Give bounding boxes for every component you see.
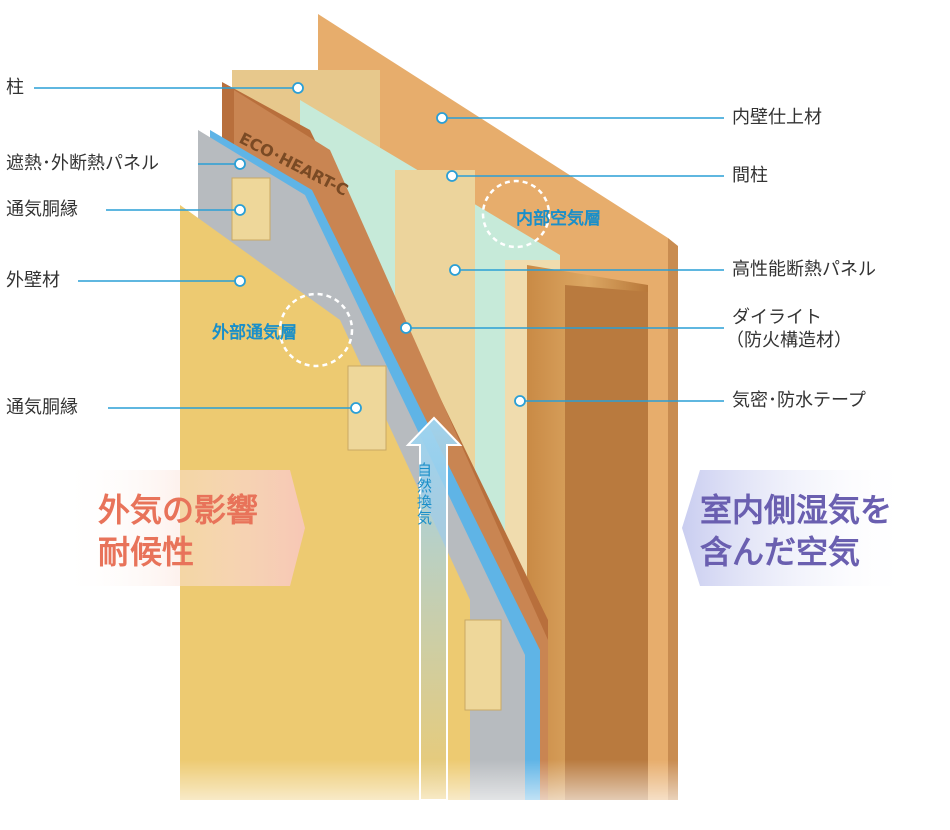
natural-ventilation-text: 自然換気: [415, 462, 433, 526]
label-post: 柱: [6, 77, 24, 98]
inner-air-circle: [481, 179, 551, 249]
outside-influence-text: 外気の影響: [98, 491, 259, 529]
humid-air-text: 含んだ空気: [700, 533, 861, 571]
leader-lines: [34, 87, 724, 409]
weather-resistance-text: 耐候性: [98, 533, 195, 571]
leader-dots: [234, 82, 526, 414]
label-airtight-tape: 気密･防水テープ: [732, 390, 866, 411]
label-furring-bottom: 通気胴縁: [6, 397, 78, 418]
inner-air-layer-tag: 内部空気層: [516, 209, 601, 229]
label-interior-finish: 内壁仕上材: [732, 107, 822, 128]
label-dairite: ダイライト: [732, 307, 822, 328]
label-insulation-panel: 高性能断熱パネル: [732, 259, 876, 280]
outside-air-chevrons: [60, 470, 305, 586]
label-heat-shield-panel: 遮熱･外断熱パネル: [6, 153, 159, 174]
outer-air-circle: [278, 292, 354, 368]
indoor-humidity-text: 室内側湿気を: [700, 491, 893, 529]
label-fireproof: （防火構造材）: [726, 330, 852, 351]
label-furring-top: 通気胴縁: [6, 199, 78, 220]
ventilation-arrow: [405, 416, 463, 801]
inside-air-chevrons: [682, 470, 910, 586]
label-stud: 間柱: [732, 165, 768, 186]
outer-air-layer-tag: 外部通気層: [212, 323, 297, 343]
label-exterior-wall: 外壁材: [6, 270, 60, 291]
